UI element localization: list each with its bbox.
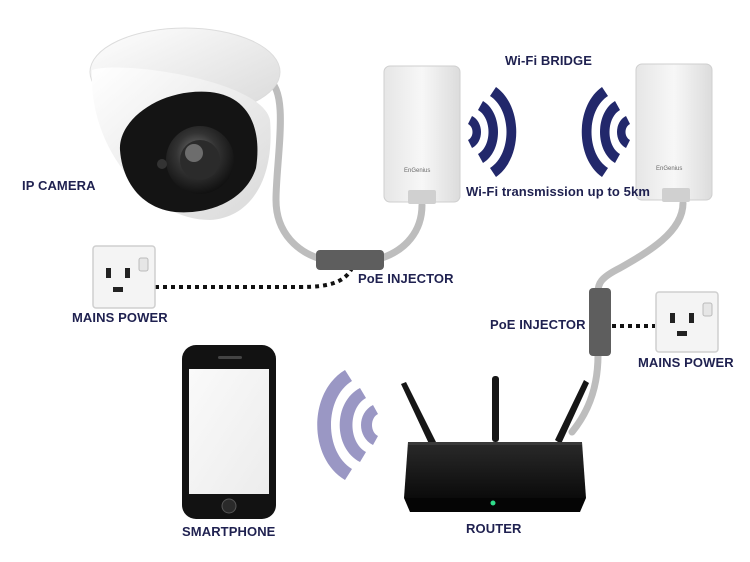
power-socket-icon bbox=[655, 291, 719, 353]
label-router: ROUTER bbox=[466, 521, 522, 536]
bridge-antenna-icon: EnGenius bbox=[635, 63, 713, 202]
router-cable bbox=[568, 351, 602, 436]
label-mains-power-right: MAINS POWER bbox=[638, 355, 734, 370]
label-ip-camera: IP CAMERA bbox=[22, 178, 96, 193]
bridge-antenna-icon: EnGenius bbox=[383, 65, 461, 204]
wifi-signal-icon bbox=[317, 370, 378, 480]
label-wifi-bridge: Wi-Fi BRIDGE bbox=[505, 53, 593, 68]
label-poe-injector-right: PoE INJECTOR bbox=[490, 317, 586, 332]
label-smartphone: SMARTPHONE bbox=[182, 524, 276, 539]
label-poe-injector-top: PoE INJECTOR bbox=[358, 271, 454, 286]
wifi-signal-icon bbox=[468, 87, 517, 177]
power-cables bbox=[155, 266, 655, 328]
router-icon bbox=[401, 376, 589, 512]
cables bbox=[264, 76, 687, 436]
smartphone-icon bbox=[182, 345, 276, 519]
power-cable-left bbox=[155, 266, 354, 289]
poe-injector-icon bbox=[589, 288, 611, 356]
poe-injector-icon bbox=[316, 250, 384, 270]
bridge-right-cable bbox=[594, 199, 687, 296]
power-socket-icon bbox=[92, 245, 156, 309]
camera-cable bbox=[264, 76, 322, 262]
label-wifi-transmission: Wi-Fi transmission up to 5km bbox=[466, 184, 650, 199]
dome-camera-icon bbox=[89, 27, 281, 220]
label-mains-power-left: MAINS POWER bbox=[72, 310, 168, 325]
bridge-brand: EnGenius bbox=[404, 168, 430, 174]
bridge-left-cable bbox=[378, 201, 426, 262]
bridge-brand: EnGenius bbox=[656, 166, 682, 172]
wifi-signal-icon bbox=[581, 87, 630, 177]
